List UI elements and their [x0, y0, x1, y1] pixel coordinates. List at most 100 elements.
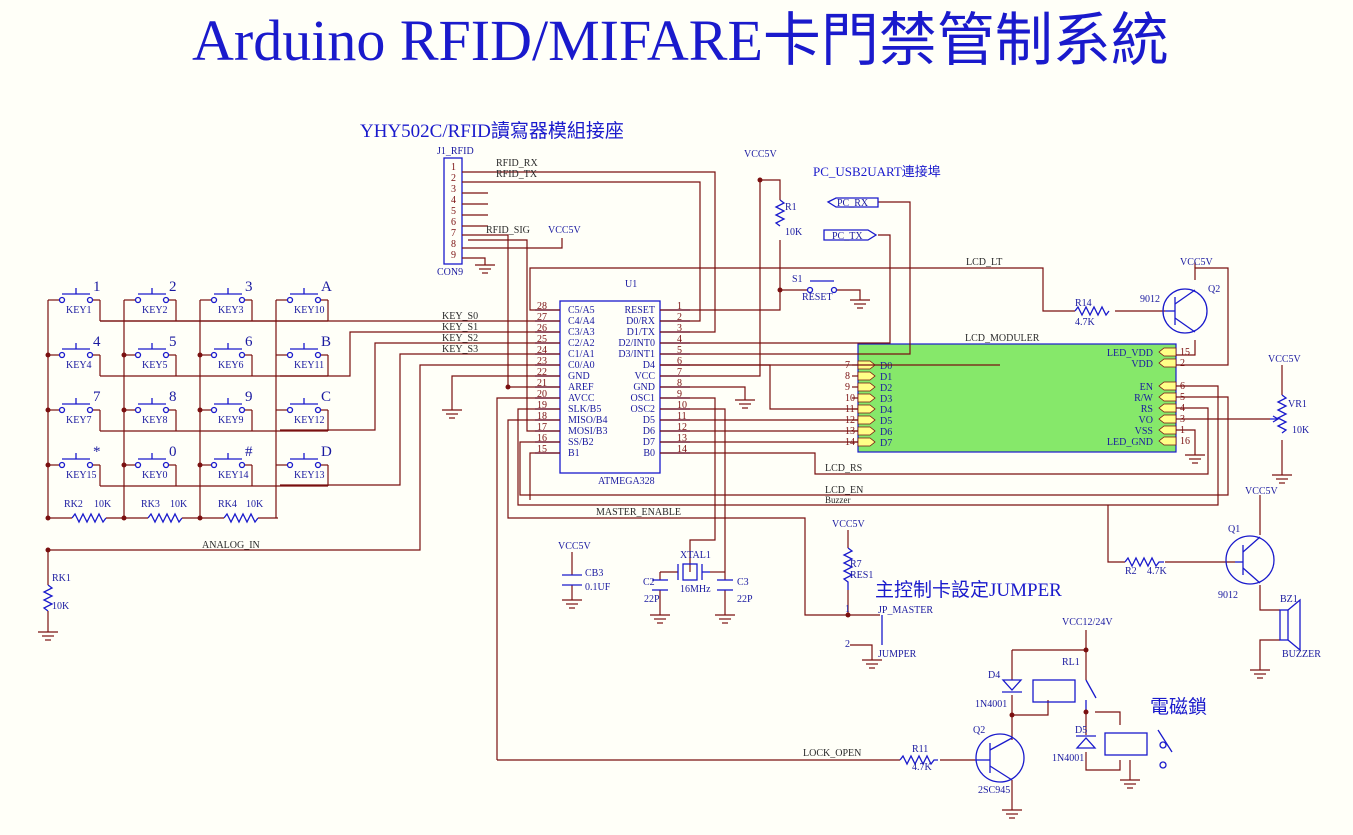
lcd-pin-port — [1158, 403, 1177, 413]
key-ref: KEY2 — [142, 305, 168, 316]
lcd-pin-name: LED_GND — [1107, 437, 1153, 448]
d5-value: 1N4001 — [1052, 753, 1084, 764]
rfid-module-header: YHY502C/RFID讀寫器模組接座 — [360, 120, 624, 142]
mcu-pin-name: VCC — [634, 371, 655, 382]
junction-dot — [45, 462, 51, 468]
pc-rx-label: PC_RX — [837, 198, 869, 209]
key-ref: KEY3 — [218, 305, 244, 316]
key-contact — [286, 351, 294, 359]
lcd-pin-number: 2 — [1180, 358, 1185, 369]
lcd-pin-port — [857, 404, 876, 414]
lcd-pin-name: EN — [1140, 382, 1153, 393]
rk1-ref: RK1 — [52, 573, 71, 584]
mcu-pin-number: 5 — [677, 345, 682, 356]
junction-dot — [505, 384, 511, 390]
junction-dot — [757, 177, 763, 183]
lcd-pin-port — [1158, 414, 1177, 424]
d4-ref: D4 — [988, 670, 1000, 681]
mcu-pin-name: C4/A4 — [568, 316, 595, 327]
rk2-value: 10K — [94, 499, 112, 510]
keypad-key[interactable]: *KEY15 — [48, 444, 101, 486]
mcu-pin-name: RESET — [624, 305, 655, 316]
c3-ref: C3 — [737, 577, 749, 588]
mcu-pin-name: GND — [633, 382, 655, 393]
key-contact — [238, 296, 246, 304]
electric-lock-coil — [1104, 732, 1148, 756]
lcd-pin-name: D6 — [880, 427, 892, 438]
lcd-pin-name: RS — [1141, 404, 1153, 415]
rk3-value: 10K — [170, 499, 188, 510]
r7-ref: R7 — [850, 559, 862, 570]
mcu-pin-name: OSC1 — [631, 393, 655, 404]
mcu-pin-name: D5 — [643, 415, 655, 426]
lcd-pin-port — [1158, 425, 1177, 435]
key-symbol: 0 — [169, 444, 177, 460]
transistor-q1-9012: Q1 9012 — [1218, 524, 1275, 601]
key-contact — [238, 406, 246, 414]
jumper-header: 主控制卡設定JUMPER — [875, 579, 1062, 601]
mcu-pin-name: D1/TX — [627, 327, 656, 338]
lcd-pin-name: D3 — [880, 394, 892, 405]
mcu-pin-number: 7 — [677, 367, 682, 378]
cb3-ref: CB3 — [585, 568, 603, 579]
mcu-pin-number: 3 — [677, 323, 682, 334]
c2-value: 22P — [644, 594, 660, 605]
rfid-pin-number: 6 — [451, 217, 456, 228]
lcd-pin-port — [857, 393, 876, 403]
mcu-pin-number: 19 — [537, 400, 547, 411]
key-contact — [286, 296, 294, 304]
vr1-value: 10K — [1292, 425, 1310, 436]
key-contact — [162, 461, 170, 469]
potentiometer-vr1 — [1276, 394, 1288, 434]
c2-ref: C2 — [643, 577, 655, 588]
lcd-pin-port — [857, 382, 876, 392]
jp-master-label: JP_MASTER — [878, 605, 933, 616]
jp-pin2: 2 — [845, 639, 850, 650]
buzzer-label: BUZZER — [1282, 649, 1321, 660]
q2b-part: 2SC945 — [978, 785, 1010, 796]
rfid-pin-number: 4 — [451, 195, 456, 206]
key-contact — [134, 296, 142, 304]
rfid-pin-number: 9 — [451, 250, 456, 261]
junction-dot — [45, 547, 51, 553]
key-ref: KEY4 — [66, 360, 92, 371]
mcu-pin-number: 13 — [677, 433, 687, 444]
mcu-pin-number: 24 — [537, 345, 547, 356]
key-symbol: 4 — [93, 334, 101, 350]
lcd-pin-name: R/W — [1134, 393, 1153, 404]
resistor-r14 — [1074, 305, 1110, 317]
key-ref: KEY7 — [66, 415, 92, 426]
key-contact — [58, 461, 66, 469]
net-labels: RFID_RX RFID_TX RFID_SIG LCD_LT LCD_RS L… — [202, 158, 1002, 759]
vcc-label-q1: VCC5V — [1245, 486, 1279, 497]
mcu-pin-name: D4 — [643, 360, 655, 371]
key-contact — [210, 461, 218, 469]
junction-dot — [197, 407, 203, 413]
lock-switch — [1157, 729, 1173, 753]
xtal-ref: XTAL1 — [680, 550, 711, 561]
lcd-pin-name: D0 — [880, 361, 892, 372]
lcd-pin-number: 8 — [845, 371, 850, 382]
key-symbol: # — [245, 444, 253, 460]
junction-dot — [197, 515, 203, 521]
mcu-pin-name: D7 — [643, 437, 655, 448]
key-contact — [162, 296, 170, 304]
junction-dot — [1083, 709, 1089, 715]
keypad-key[interactable]: #KEY14 — [200, 444, 253, 486]
mcu-pin-number: 9 — [677, 389, 682, 400]
